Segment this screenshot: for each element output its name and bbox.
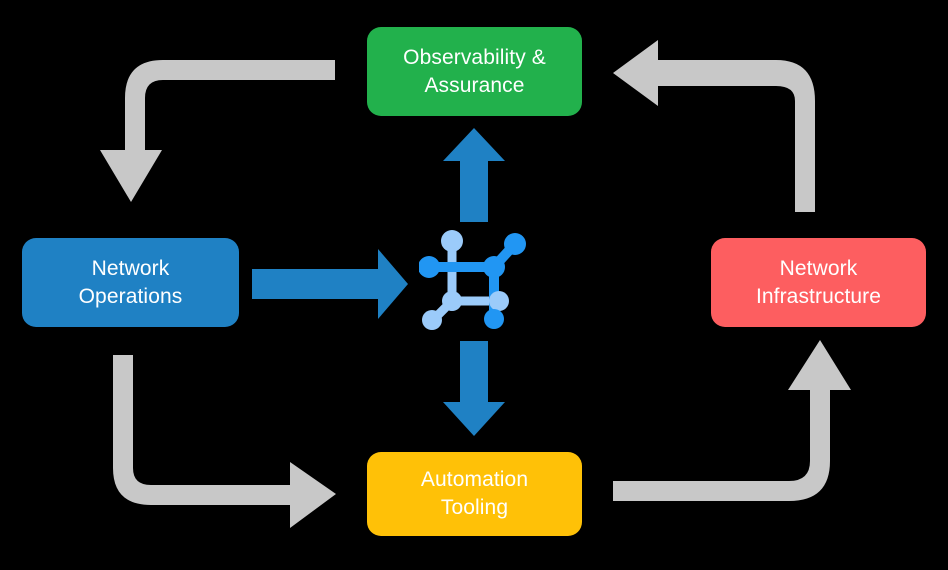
blue-arrow-network-operations-to-center [252, 249, 408, 319]
blue-arrow-center-to-automation-tooling [443, 341, 505, 436]
gray-arrow-network-infrastructure-to-observability [613, 40, 815, 212]
network-topology-icon [419, 219, 531, 331]
network-icon-light-nodes [422, 230, 509, 330]
gray-arrow-network-operations-to-automation-tooling [113, 355, 336, 528]
node-box-network-infrastructure[interactable]: Network Infrastructure [711, 238, 926, 327]
network-icon-primary-nodes [419, 233, 526, 329]
gray-arrow-observability-to-network-operations [100, 60, 335, 202]
node-box-network-operations[interactable]: Network Operations [22, 238, 239, 327]
node-label-network-operations: Network Operations [78, 256, 183, 308]
gray-arrow-automation-tooling-to-network-infrastructure [613, 340, 851, 501]
blue-arrow-center-to-observability [443, 128, 505, 222]
node-label-automation-tooling: Automation Tooling [420, 468, 529, 519]
node-box-observability[interactable]: Observability & Assurance [367, 27, 582, 116]
node-box-automation-tooling[interactable]: Automation Tooling [367, 452, 582, 536]
node-label-observability: Observability & Assurance [403, 45, 546, 97]
node-label-network-infrastructure: Network Infrastructure [755, 256, 882, 308]
